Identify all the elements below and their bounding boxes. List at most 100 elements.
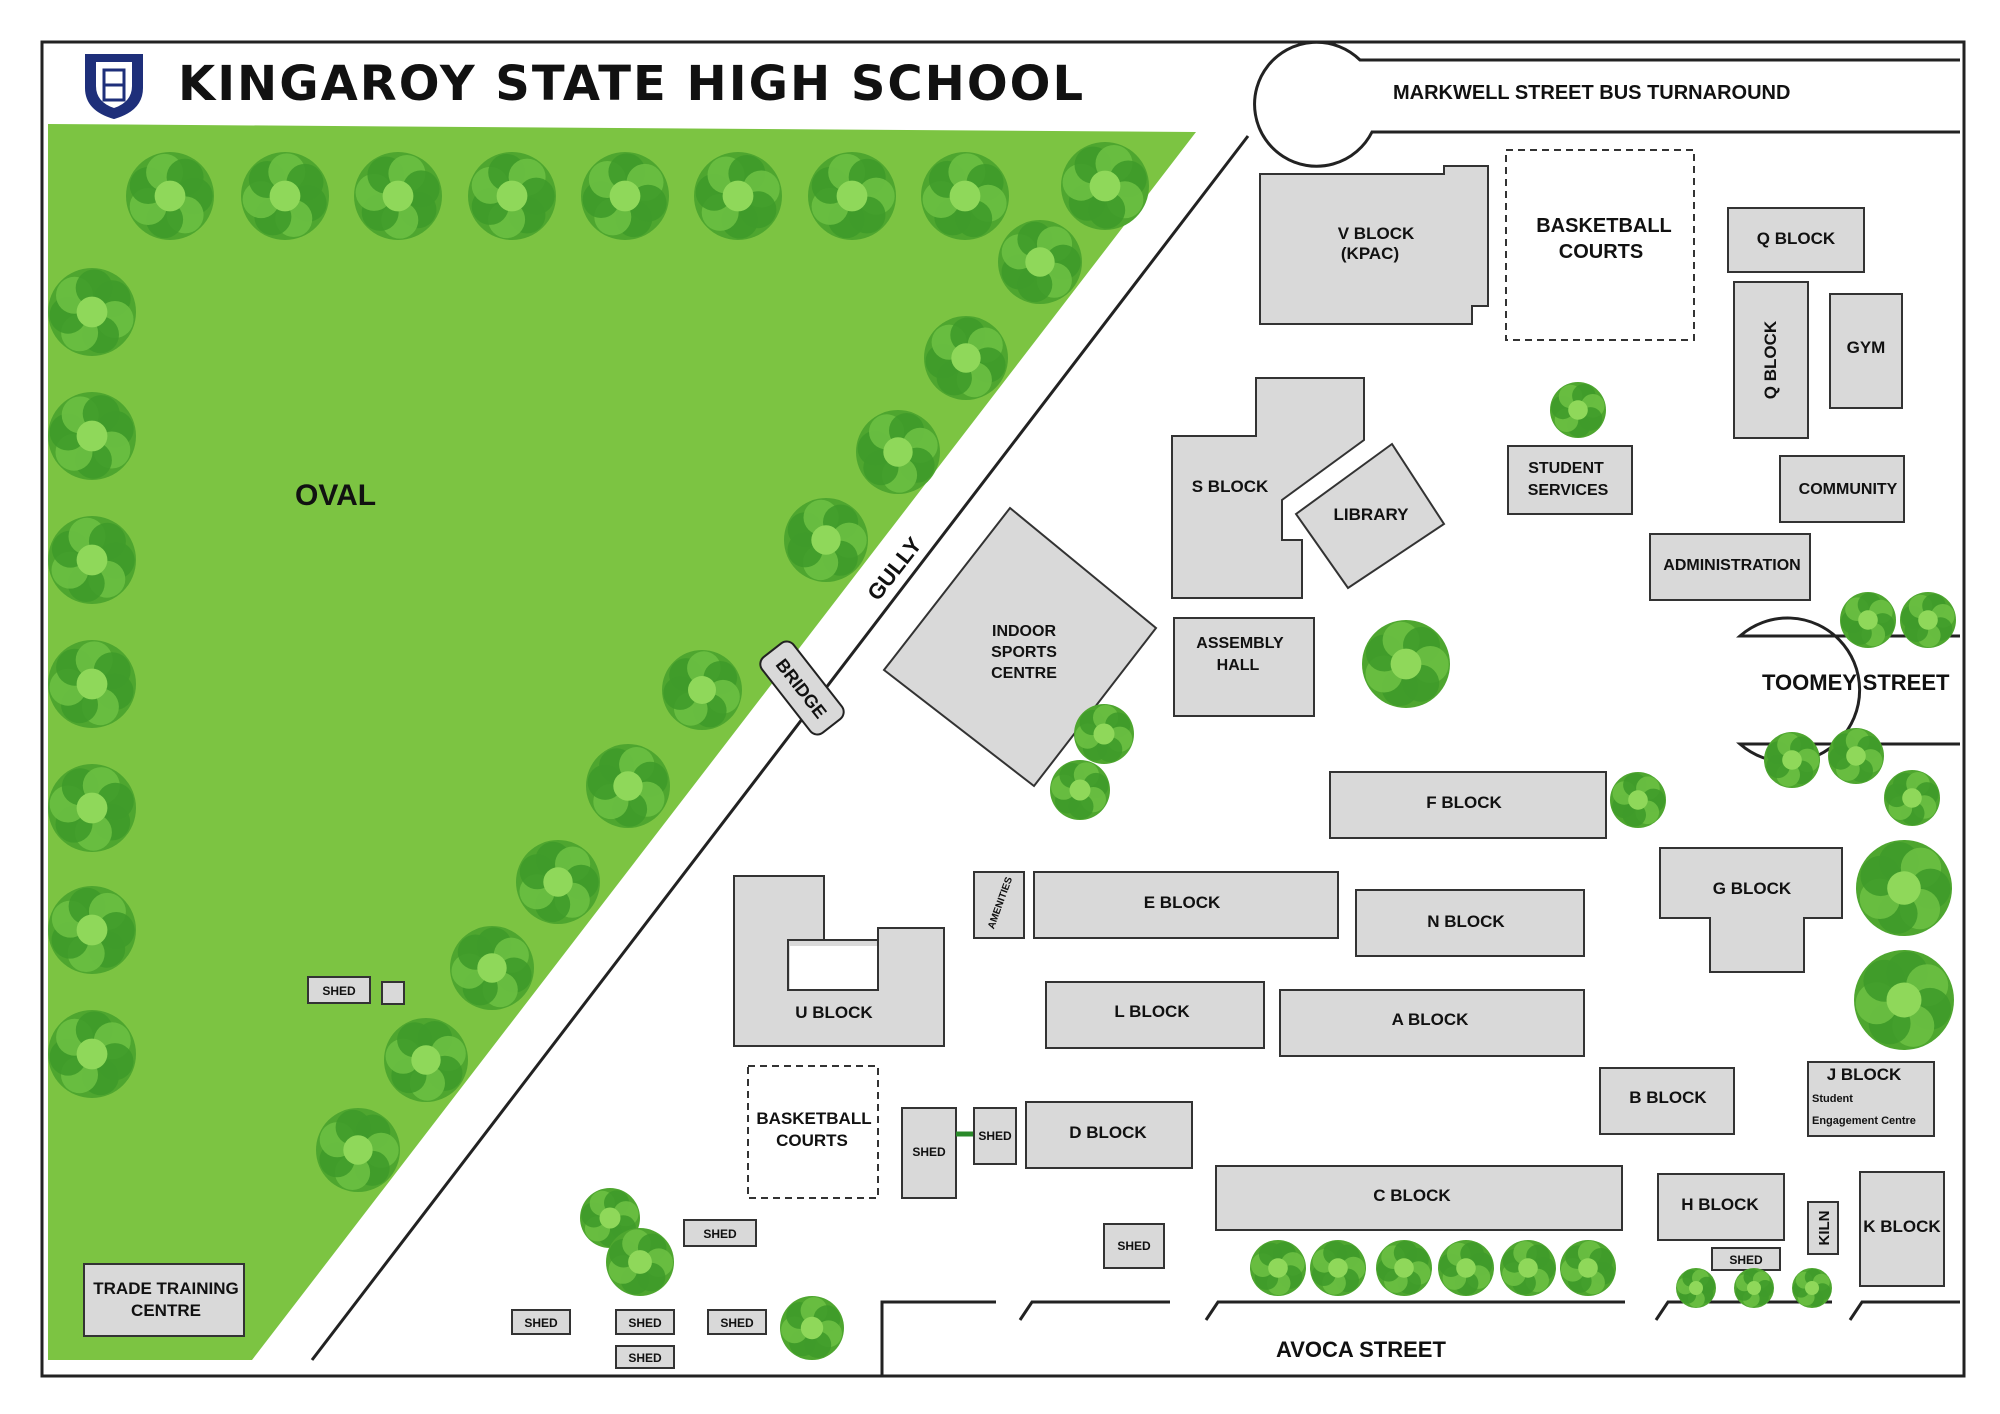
indoor-sports-label-2: SPORTS xyxy=(991,644,1057,661)
student-services-label-1: STUDENT xyxy=(1528,460,1604,477)
tree-icon xyxy=(516,840,600,924)
j-block-sub-1: Student xyxy=(1812,1093,1853,1105)
j-block-label: J BLOCK xyxy=(1827,1065,1902,1084)
n-block-label: N BLOCK xyxy=(1427,912,1505,931)
shed-tall-label: SHED xyxy=(912,1145,946,1159)
d-block-label: D BLOCK xyxy=(1069,1123,1147,1142)
tree-icon xyxy=(1050,760,1110,820)
shed-c xyxy=(615,1309,675,1335)
u-block-shape xyxy=(733,875,945,1047)
tree-icon xyxy=(780,1296,844,1360)
shed-b-label: SHED xyxy=(524,1316,558,1330)
e-block xyxy=(1033,871,1339,939)
oval-shed-small xyxy=(381,981,405,1005)
tree-icon xyxy=(1376,1240,1432,1296)
a-block-label: A BLOCK xyxy=(1392,1010,1470,1029)
tree-icon xyxy=(1676,1268,1716,1308)
tree-group xyxy=(48,142,1956,1360)
avoca-street-kerbs xyxy=(880,1300,1960,1376)
kiln xyxy=(1807,1201,1839,1255)
shed-mid xyxy=(1103,1223,1165,1269)
b-block xyxy=(1599,1067,1735,1135)
shed-b xyxy=(511,1309,571,1335)
shed-tall xyxy=(901,1107,957,1199)
tree-icon xyxy=(1734,1268,1774,1308)
oval-label: OVAL xyxy=(295,479,376,512)
shed-c-label: SHED xyxy=(628,1316,662,1330)
tree-icon xyxy=(1900,592,1956,648)
tree-icon xyxy=(1362,620,1450,708)
student-services-label-2: SERVICES xyxy=(1528,482,1609,499)
tree-icon xyxy=(48,268,136,356)
indoor-sports-label-3: CENTRE xyxy=(991,665,1057,682)
tree-icon xyxy=(784,498,868,582)
tree-icon xyxy=(384,1018,468,1102)
tree-icon xyxy=(586,744,670,828)
basketball-top-label-2: COURTS xyxy=(1559,241,1643,263)
library xyxy=(1294,442,1446,590)
tree-icon xyxy=(1884,770,1940,826)
gym xyxy=(1829,293,1903,409)
q-block-side xyxy=(1733,281,1809,439)
q-block-top xyxy=(1727,207,1865,273)
tree-icon xyxy=(450,926,534,1010)
tree-icon xyxy=(808,152,896,240)
assembly-label-2: HALL xyxy=(1217,657,1260,674)
u-block-label: U BLOCK xyxy=(795,1003,873,1022)
shed-a xyxy=(683,1219,757,1247)
indoor-sports-label-1: INDOOR xyxy=(992,623,1056,640)
v-block-label-1: V BLOCK xyxy=(1338,224,1415,243)
library-label: LIBRARY xyxy=(1334,505,1410,524)
tree-icon xyxy=(1854,950,1954,1050)
basketball-top-label-1: BASKETBALL xyxy=(1536,215,1672,237)
h-block-label: H BLOCK xyxy=(1681,1195,1759,1214)
tree-icon xyxy=(1061,142,1149,230)
tree-icon xyxy=(48,516,136,604)
basketball-courts-bottom xyxy=(747,1065,879,1199)
n-block xyxy=(1355,889,1585,957)
kiln-label: KILN xyxy=(1816,1211,1833,1246)
h-block xyxy=(1657,1173,1785,1241)
basketball-bottom-label-2: COURTS xyxy=(776,1131,848,1150)
l-block-label: L BLOCK xyxy=(1114,1002,1190,1021)
k-block-label: K BLOCK xyxy=(1863,1217,1941,1236)
administration xyxy=(1649,533,1811,601)
tree-icon xyxy=(606,1228,674,1296)
e-block-label: E BLOCK xyxy=(1144,893,1221,912)
markwell-turnaround xyxy=(1253,40,1960,168)
d-block xyxy=(1025,1101,1193,1169)
student-services xyxy=(1507,445,1633,515)
shed-e-label: SHED xyxy=(628,1351,662,1365)
basketball-courts-top xyxy=(1505,149,1695,341)
administration-label: ADMINISTRATION xyxy=(1663,557,1800,574)
tree-icon xyxy=(856,410,940,494)
toomey-label: TOOMEY STREET xyxy=(1762,670,1950,695)
page-title: KINGAROY STATE HIGH SCHOOL xyxy=(178,56,1085,112)
c-block xyxy=(1215,1165,1623,1231)
tree-icon xyxy=(48,886,136,974)
g-block-label: G BLOCK xyxy=(1713,879,1792,898)
markwell-label: MARKWELL STREET BUS TURNAROUND xyxy=(1393,82,1790,104)
oval-shed-label: SHED xyxy=(322,984,356,998)
f-block-label: F BLOCK xyxy=(1426,793,1502,812)
tree-icon xyxy=(998,220,1082,304)
g-block xyxy=(1659,847,1843,973)
c-block-label: C BLOCK xyxy=(1373,1186,1451,1205)
oval-shed xyxy=(307,976,371,1004)
community xyxy=(1779,455,1905,523)
basketball-bottom-label-1: BASKETBALL xyxy=(756,1109,871,1128)
tree-icon xyxy=(1792,1268,1832,1308)
s-block-label: S BLOCK xyxy=(1192,477,1269,496)
u-block-notch xyxy=(790,946,878,990)
tree-icon xyxy=(581,152,669,240)
s-block xyxy=(1171,377,1365,599)
tree-icon xyxy=(662,650,742,730)
tree-icon xyxy=(241,152,329,240)
tree-icon xyxy=(1840,592,1896,648)
tree-icon xyxy=(1310,1240,1366,1296)
v-block-label-2: (KPAC) xyxy=(1341,244,1399,263)
tree-icon xyxy=(1500,1240,1556,1296)
tree-icon xyxy=(1560,1240,1616,1296)
tree-icon xyxy=(921,152,1009,240)
